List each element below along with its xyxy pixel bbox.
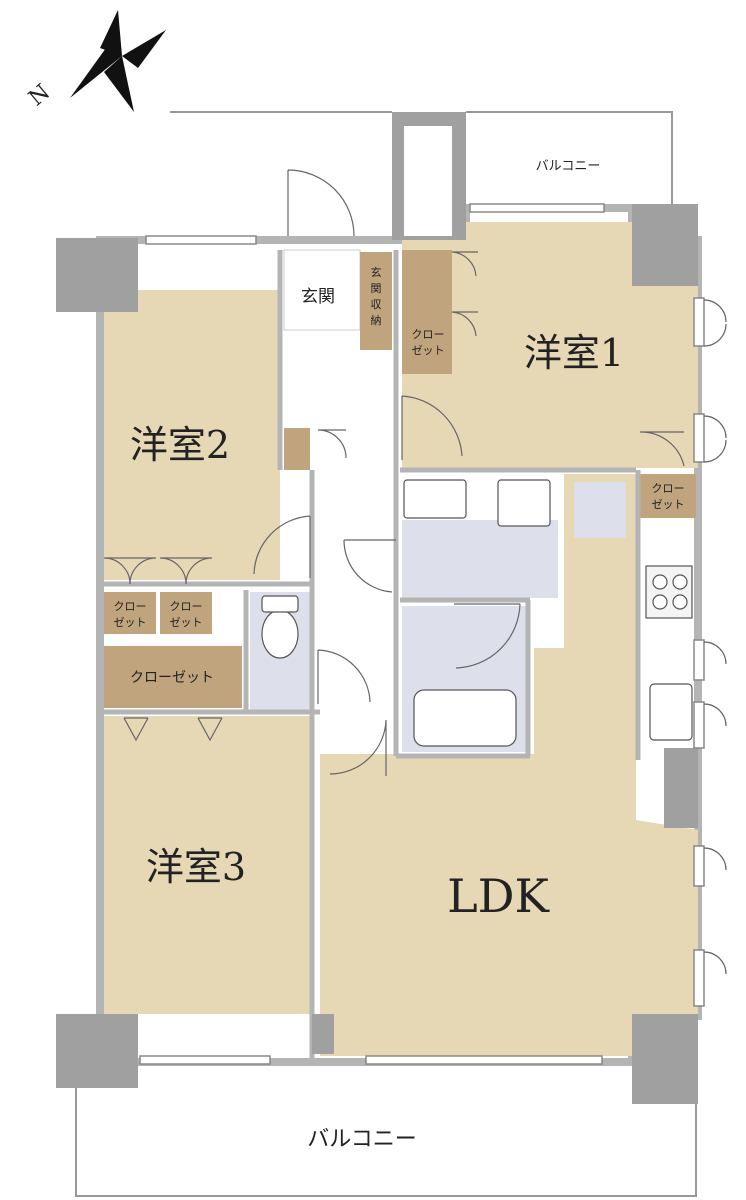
label-entrance-storage-3: 収 [371, 298, 382, 311]
room-ldk [320, 474, 698, 1056]
room-western-2 [104, 290, 280, 580]
closet-kitchen [640, 474, 696, 518]
label-western-room-3: 洋室3 [146, 845, 246, 889]
toilet-tank [261, 595, 299, 613]
washbasin [403, 479, 467, 519]
label-closet-room3: クローゼット [130, 670, 214, 686]
windows [139, 203, 705, 1065]
toilet-bowl [261, 609, 299, 659]
label-closet-room1-a: クロー [412, 328, 445, 341]
room-western-3 [104, 716, 310, 1014]
closets [104, 250, 696, 708]
washroom [402, 520, 558, 598]
label-closet-r2b-a: クロー [170, 600, 203, 613]
north-label: N [24, 80, 55, 112]
room-western-1 [402, 222, 698, 468]
washing-machine-pan [497, 479, 551, 527]
stove [645, 565, 693, 619]
label-entrance-storage-4: 納 [371, 314, 382, 327]
closet-room2-b [160, 592, 212, 634]
entrance-area [283, 249, 361, 331]
interior-walls [104, 250, 641, 1062]
pillars [56, 112, 698, 1104]
label-closet-r2a-b: ゼット [114, 616, 147, 629]
fixtures [261, 479, 693, 747]
label-western-room-2: 洋室2 [130, 423, 230, 467]
compass-needle [70, 48, 122, 98]
balcony-bottom: バルコニー [75, 1072, 697, 1197]
doors [103, 169, 727, 975]
label-entrance-storage-2: 関 [371, 282, 382, 295]
shoe-cabinet [284, 428, 310, 470]
room-labels: 洋室2 洋室1 洋室3 LDK 玄関 玄 関 収 納 クロー ゼット クロー ゼ… [114, 265, 685, 923]
label-entrance: 玄関 [301, 287, 335, 307]
washroom-storage [574, 482, 626, 538]
label-ldk: LDK [447, 869, 550, 923]
label-closet-kitchen-a: クロー [652, 482, 685, 495]
label-closet-r2a-a: クロー [114, 600, 147, 613]
label-closet-r2b-b: ゼット [170, 616, 203, 629]
balcony-top: バルコニー [170, 111, 673, 205]
label-closet-room1-b: ゼット [412, 344, 445, 357]
kitchen-sink [649, 683, 693, 741]
bathtub [413, 689, 517, 747]
balcony-top-label: バルコニー [536, 159, 601, 174]
balcony-bottom-label: バルコニー [307, 1127, 417, 1152]
label-western-room-1: 洋室1 [524, 331, 624, 375]
rooms [104, 222, 698, 1056]
label-entrance-storage-1: 玄 [371, 265, 382, 279]
closet-room1 [402, 250, 452, 374]
compass: N [24, 10, 166, 112]
label-closet-kitchen-b: ゼット [652, 498, 685, 511]
closet-room2-a [104, 592, 156, 634]
entrance-storage [360, 252, 392, 350]
closet-room3 [104, 646, 242, 708]
